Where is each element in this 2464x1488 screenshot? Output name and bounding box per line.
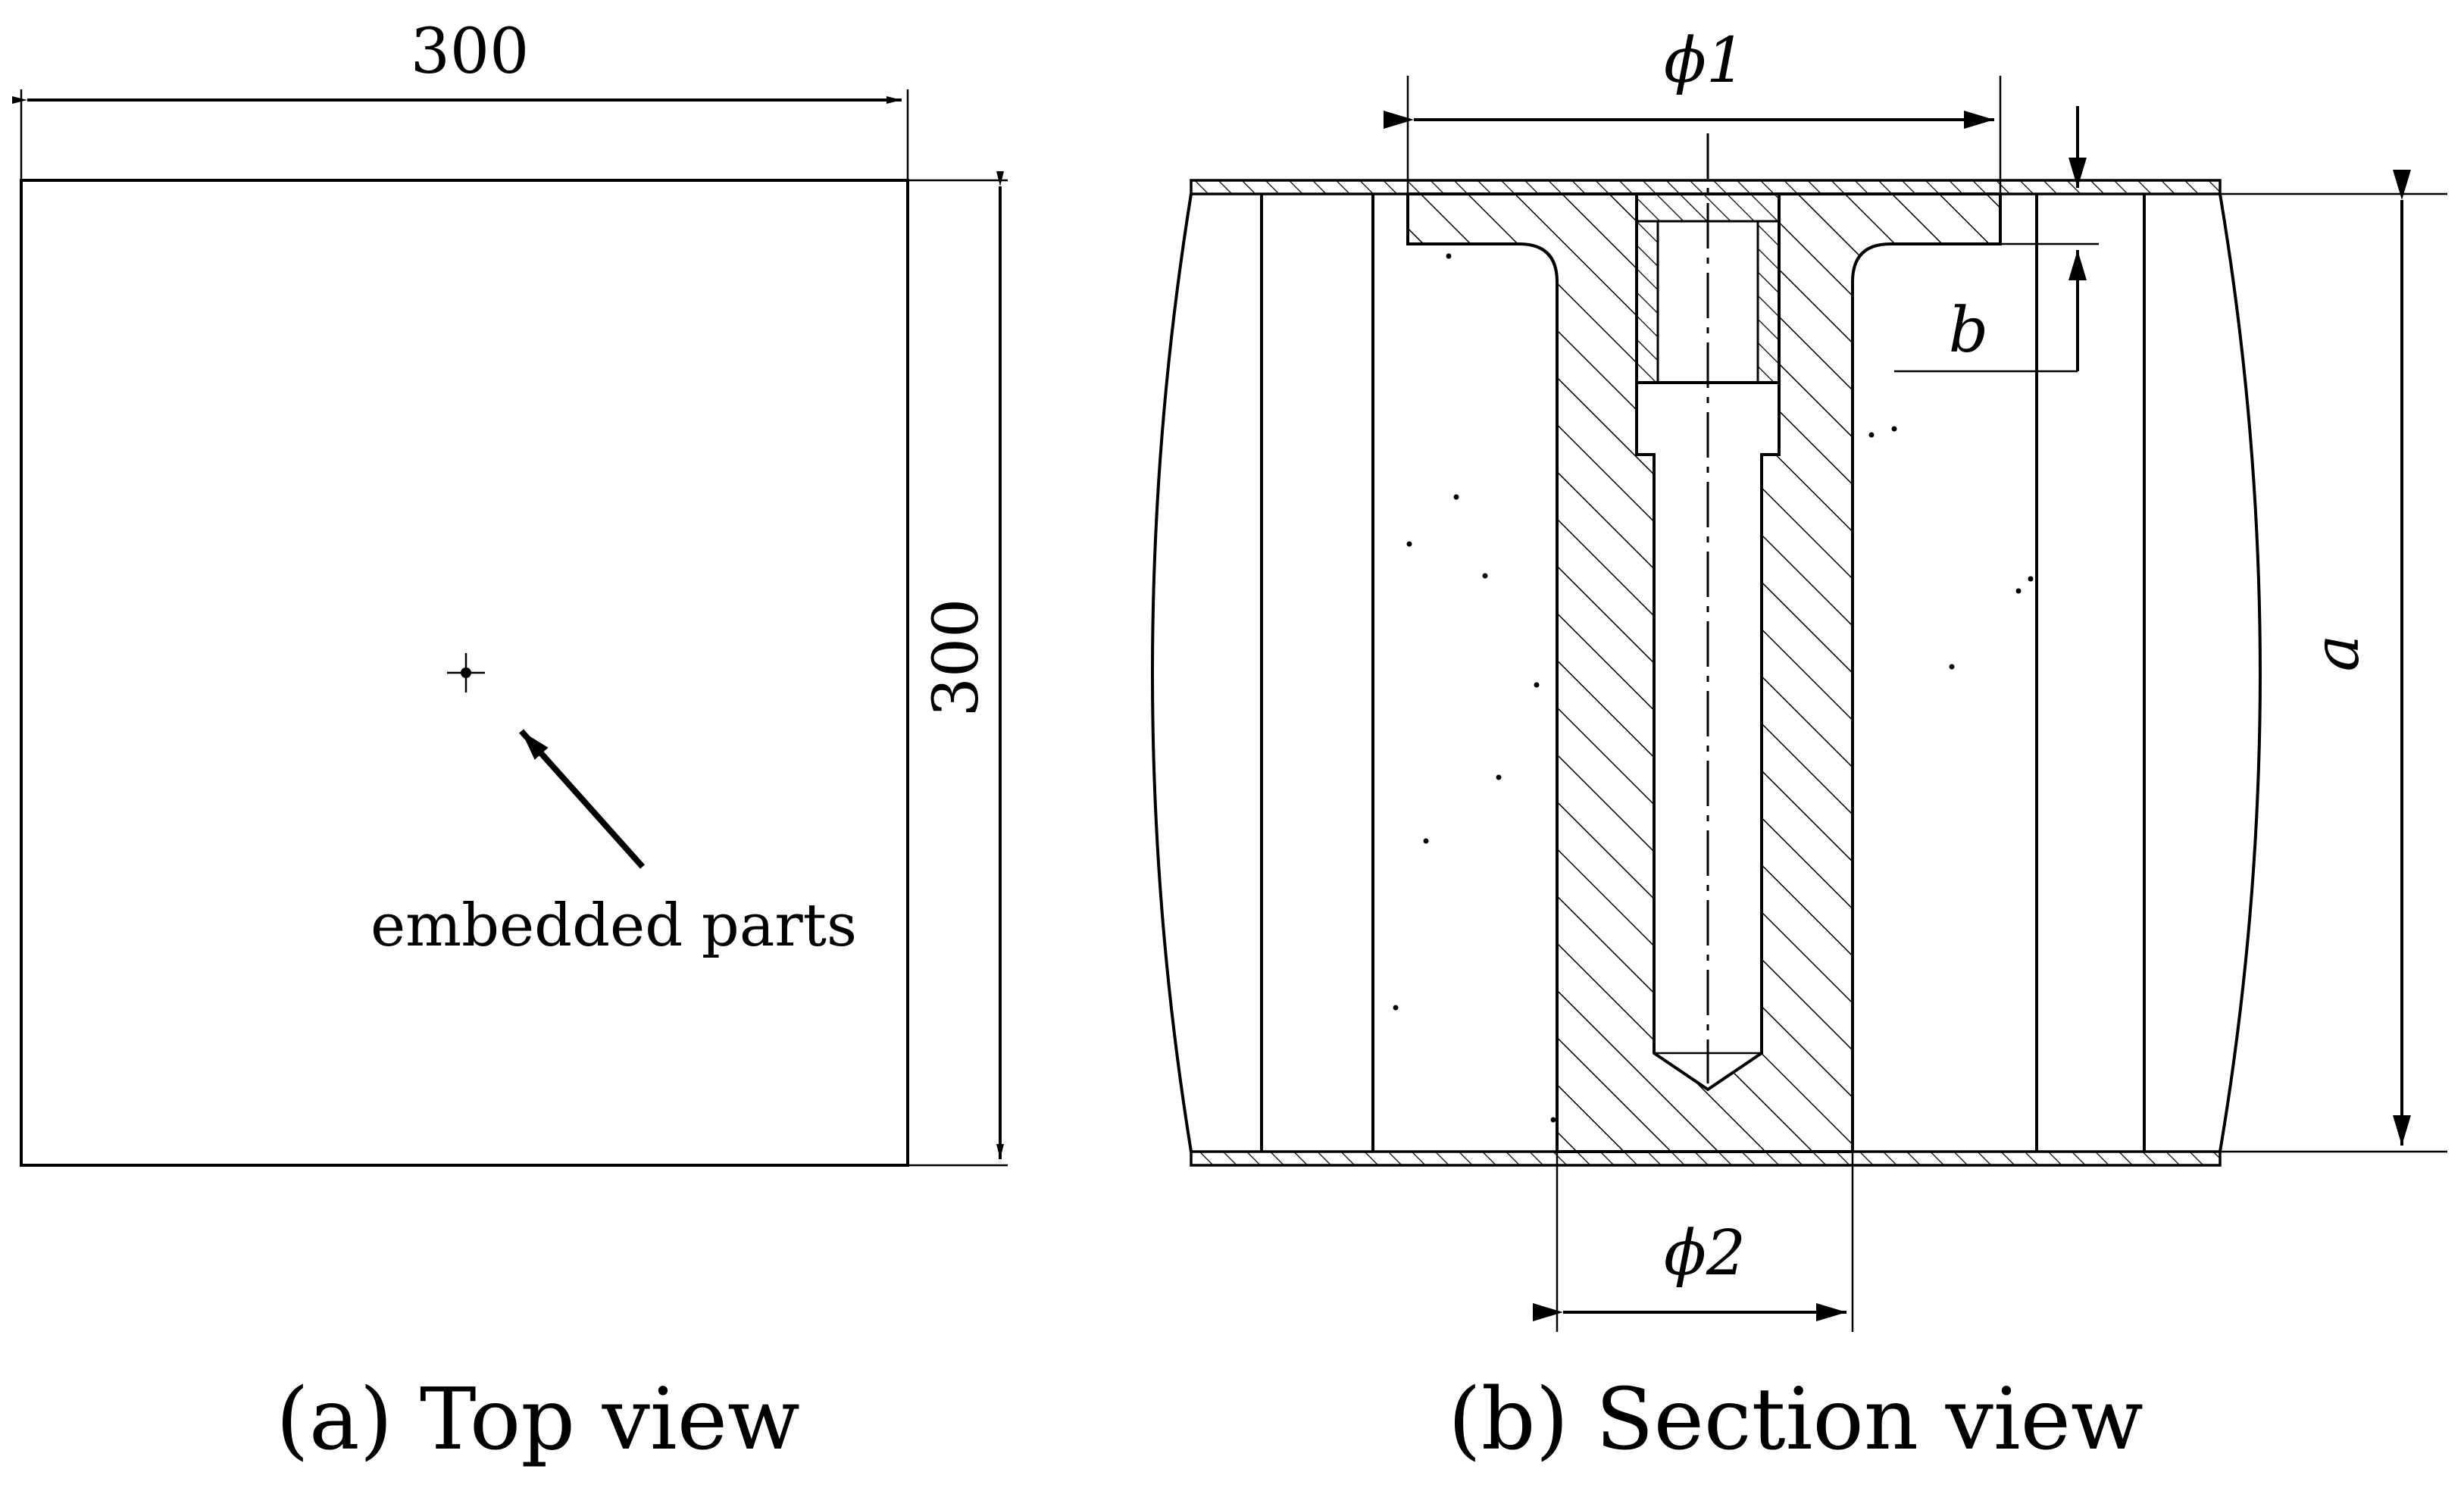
height-dimension-label: 300 <box>921 599 993 717</box>
top-view-caption: (a) Top view <box>276 1371 800 1469</box>
left-bulge-contour <box>1151 193 1193 1152</box>
phi2-label: ϕ2 <box>1664 1218 1746 1289</box>
a-label: a <box>2301 635 2373 672</box>
phi1-label: ϕ1 <box>1664 25 1746 97</box>
bolt-head-right-wall <box>1756 220 1781 384</box>
bolt-head-left-wall <box>1635 220 1659 384</box>
section-view-caption: (b) Section view <box>1448 1371 2143 1469</box>
embedded-part-marker <box>447 653 485 692</box>
top-view: 300 300 embedded parts (a) Top view <box>12 16 1008 1469</box>
concrete-speckles <box>1393 253 2034 1123</box>
right-bulge-contour <box>2219 193 2262 1152</box>
bottom-plate <box>1190 1150 2222 1167</box>
b-label: b <box>1949 295 1989 367</box>
embedded-parts-label: embedded parts <box>371 892 857 960</box>
width-dimension-label: 300 <box>411 16 530 88</box>
section-view: a ϕ1 ϕ2 b (b) Section view <box>1151 25 2447 1469</box>
top-plate <box>1190 179 2222 195</box>
embedded-parts-leader <box>519 729 645 869</box>
slab-outline <box>20 179 909 1167</box>
